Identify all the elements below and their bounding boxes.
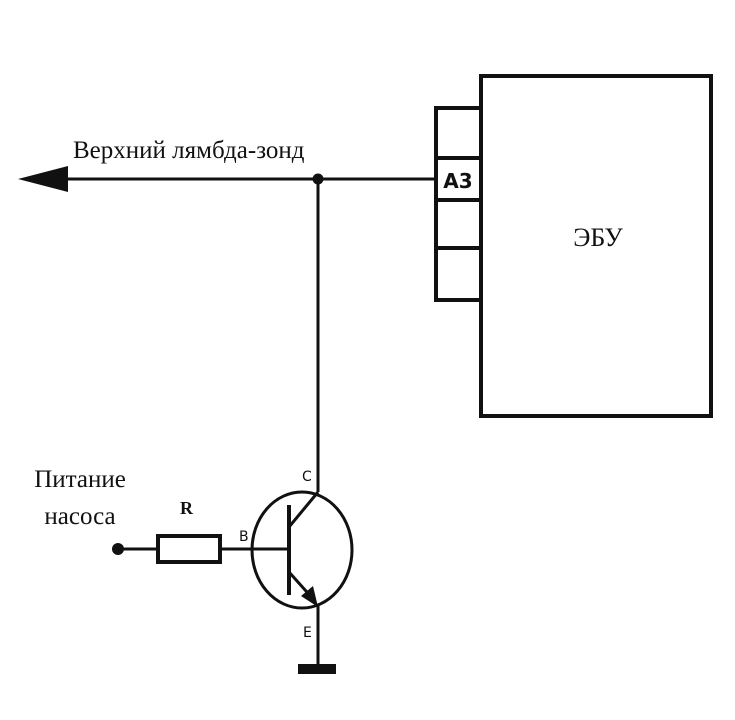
ecu-label: ЭБУ [573, 223, 623, 252]
ground-icon [298, 664, 336, 674]
npn-transistor [250, 490, 354, 667]
arrow-left-icon [18, 166, 68, 192]
connector-pin-4 [434, 246, 483, 302]
pin-a3-label: A3 [443, 169, 472, 193]
resistor-label: R [180, 498, 194, 518]
ecu-connector [434, 106, 483, 302]
base-label: B [239, 529, 249, 545]
connector-pin-3 [434, 198, 483, 250]
collector-lead [287, 491, 320, 528]
connector-pin-1 [434, 106, 483, 160]
upper-sensor-label: Верхний лямбда-зонд [73, 137, 305, 164]
resistor [156, 534, 222, 564]
collector-label: C [302, 469, 312, 485]
pump-power-label-line1: Питание [34, 466, 126, 493]
emitter-arrow-icon [301, 586, 318, 607]
pump-power-label-line2: насоса [44, 503, 115, 530]
emitter-label: E [303, 625, 312, 641]
